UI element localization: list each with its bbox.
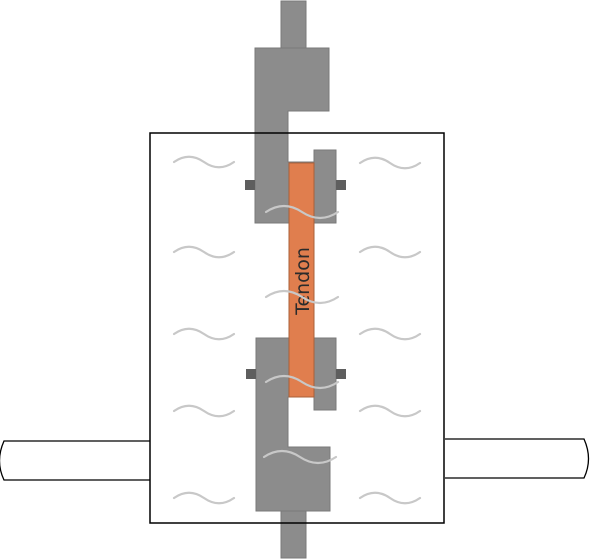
bottom-rod: [280, 510, 307, 559]
lower-clamp-jaw: [313, 337, 337, 411]
wave: [262, 449, 338, 465]
upper-clamp-jaw: [313, 149, 337, 224]
fluid-waves: [172, 155, 422, 505]
upper-right-pin: [336, 180, 346, 190]
wave: [358, 245, 422, 259]
fluid-bath-container: [149, 132, 445, 524]
left-support-bar: [0, 440, 150, 481]
wave: [172, 327, 236, 341]
wave: [172, 245, 236, 259]
upper-left-pin: [245, 180, 255, 190]
top-rod: [280, 0, 307, 50]
wave: [172, 491, 236, 505]
lower-right-pin: [336, 369, 346, 379]
lower-left-pin: [246, 369, 256, 379]
wave: [358, 491, 422, 505]
wave: [358, 156, 422, 170]
tendon-specimen: [288, 162, 315, 398]
wave: [358, 404, 422, 418]
wave: [264, 289, 340, 305]
wave: [358, 327, 422, 341]
tendon-label: Tendon: [292, 247, 314, 316]
wave: [172, 404, 236, 418]
wave: [264, 374, 340, 390]
wave: [264, 204, 340, 220]
right-support-bar: [445, 438, 590, 479]
wave: [172, 155, 236, 169]
